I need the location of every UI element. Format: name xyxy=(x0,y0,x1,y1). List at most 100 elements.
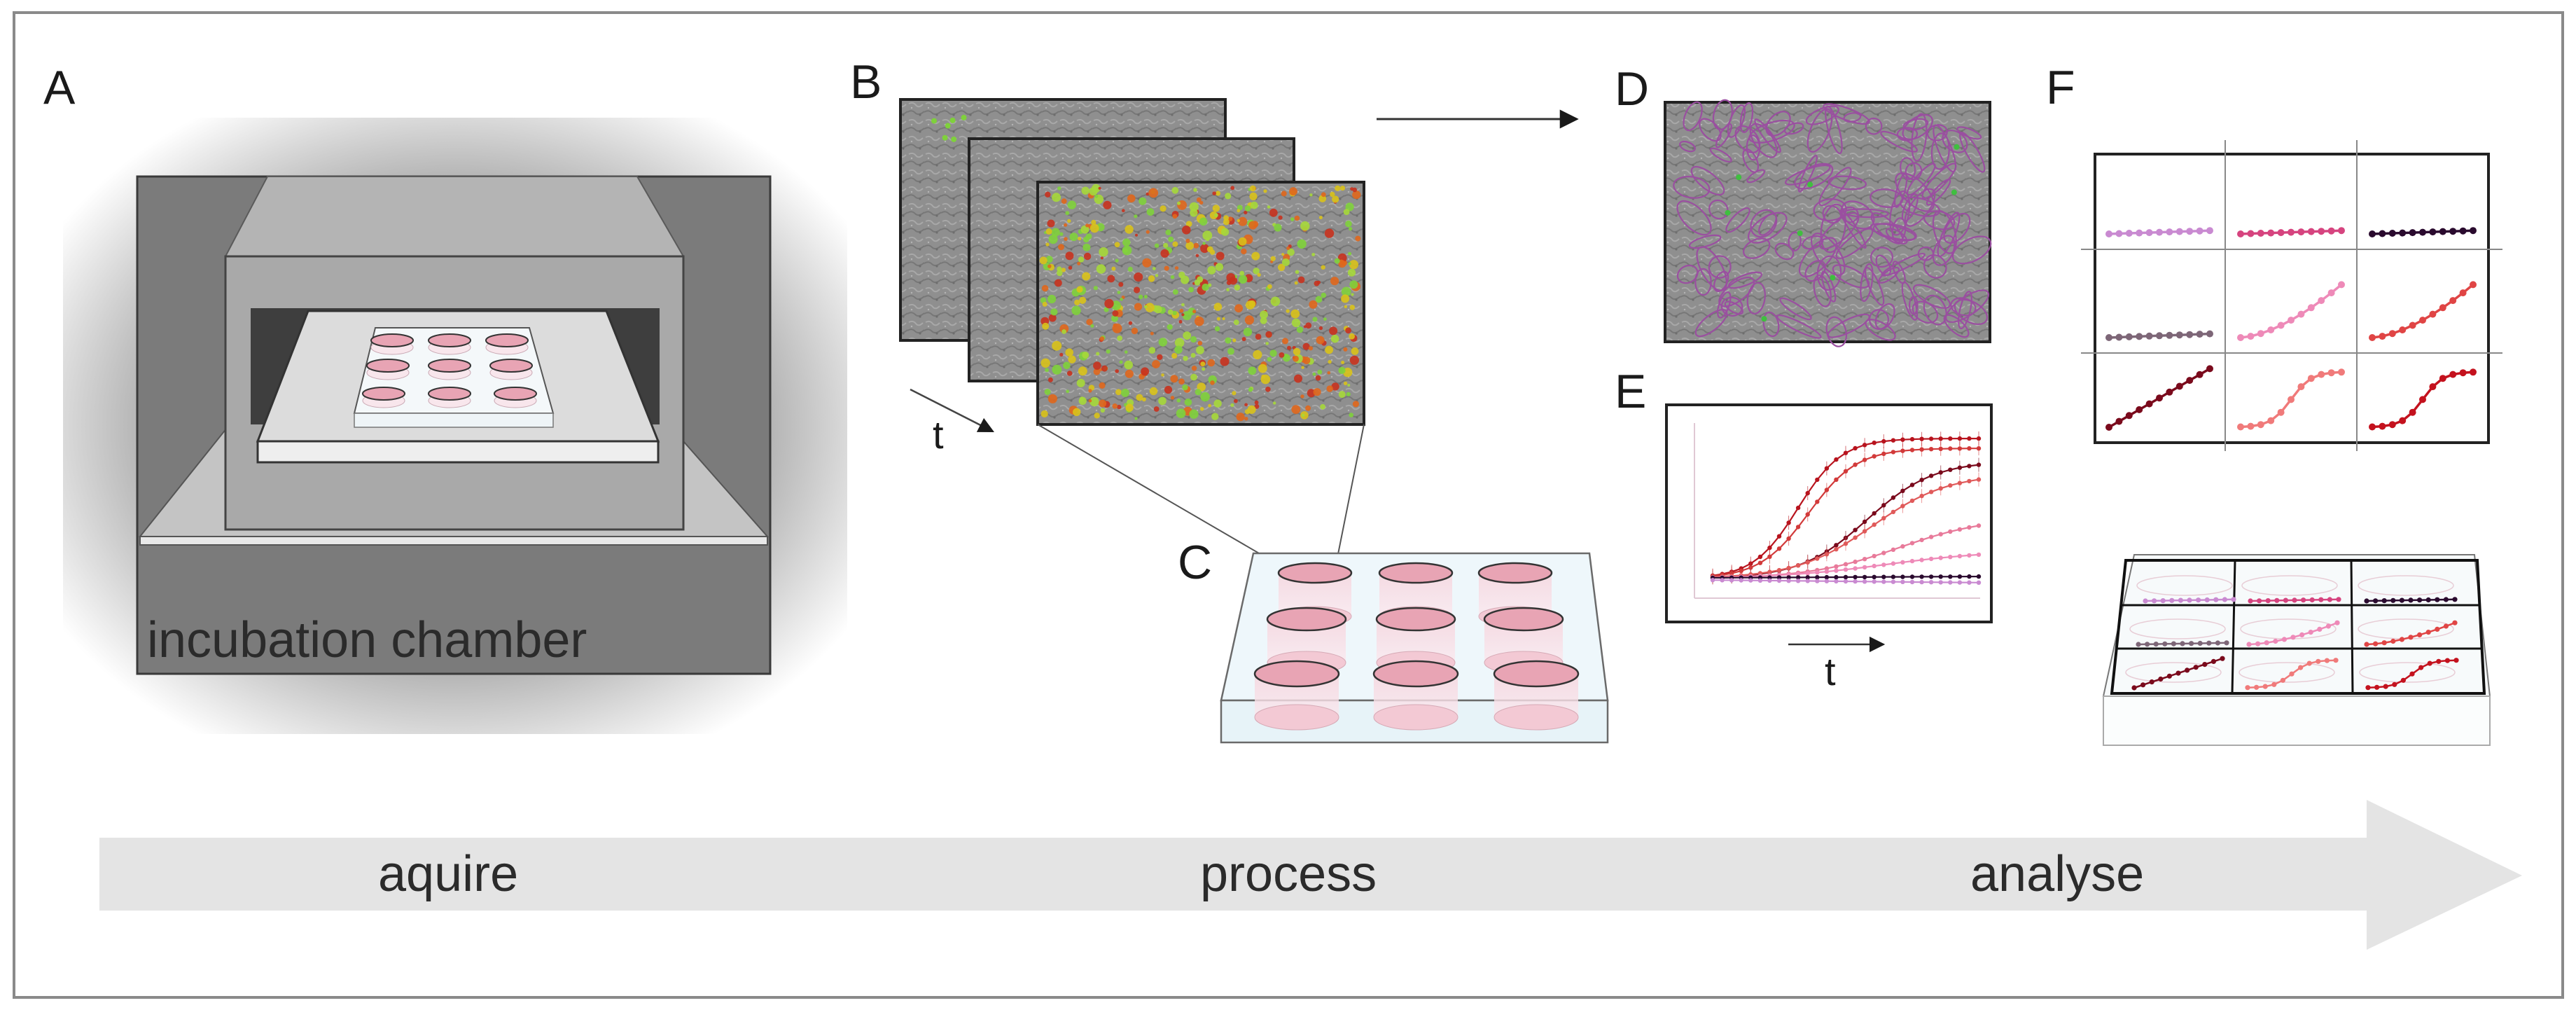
cell-marker xyxy=(1278,215,1283,220)
cell-marker xyxy=(1069,233,1078,242)
cell-marker xyxy=(1189,409,1199,419)
cell-outline xyxy=(1860,263,1874,302)
cell-marker xyxy=(1244,315,1254,325)
cell-marker xyxy=(1094,413,1100,419)
cell-marker xyxy=(945,123,951,129)
cell-marker xyxy=(1347,268,1356,277)
cell-marker xyxy=(1296,326,1304,333)
cell-marker xyxy=(1101,365,1108,372)
cell-marker xyxy=(1281,191,1287,197)
cell-marker xyxy=(951,136,957,142)
cell-marker xyxy=(1267,284,1272,289)
growth-plot-frame xyxy=(1665,403,1993,623)
cell-marker xyxy=(1183,331,1192,340)
chamber-base-edge xyxy=(139,536,768,546)
cell-marker xyxy=(1327,371,1331,375)
well-bottom xyxy=(1494,704,1579,731)
cell-marker xyxy=(1323,317,1327,321)
cell-marker xyxy=(1078,366,1087,376)
cell-outline xyxy=(1779,297,1812,321)
cell-marker xyxy=(1315,375,1321,381)
cell-marker xyxy=(1134,286,1141,293)
cell-marker xyxy=(1346,392,1351,396)
cell-marker xyxy=(1077,261,1081,265)
well-curve xyxy=(2138,642,2227,646)
cell-marker xyxy=(942,134,948,141)
cell-outline xyxy=(1783,122,1804,135)
cell-outline xyxy=(1820,270,1837,303)
cell-marker xyxy=(1951,189,1957,195)
cell-marker xyxy=(1223,219,1230,226)
cell-marker xyxy=(1238,237,1247,246)
cell-marker xyxy=(1065,251,1074,261)
cell-marker xyxy=(1103,200,1112,209)
cell-marker xyxy=(1054,279,1062,287)
cell-marker xyxy=(1150,331,1154,335)
cell-marker xyxy=(1127,194,1136,203)
cell-outline xyxy=(1748,212,1788,244)
cell-marker xyxy=(1117,404,1122,410)
cell-marker xyxy=(1251,251,1260,261)
cell-outline xyxy=(1912,300,1939,324)
cell-outline xyxy=(1811,233,1846,276)
cell-marker xyxy=(1158,396,1167,406)
cell-marker xyxy=(1125,369,1134,378)
cell-marker xyxy=(1113,323,1117,328)
cell-marker xyxy=(1181,313,1185,317)
cell-marker xyxy=(1248,221,1258,230)
cell-marker xyxy=(1119,360,1123,364)
cell-outline xyxy=(1926,179,1951,206)
cell-marker xyxy=(1233,319,1239,326)
cell-marker xyxy=(1057,270,1063,277)
cell-marker xyxy=(1261,374,1265,379)
cell-outline xyxy=(1708,255,1732,279)
cell-marker xyxy=(1281,258,1290,266)
cell-marker xyxy=(1178,378,1185,385)
cell-marker xyxy=(1146,192,1150,196)
well-curve xyxy=(2250,598,2339,602)
cell-marker xyxy=(1141,367,1150,376)
cell-outline xyxy=(1841,206,1859,223)
cell-marker xyxy=(1100,256,1103,260)
cell-marker xyxy=(1160,249,1169,258)
cell-marker xyxy=(1343,209,1350,215)
cell-marker xyxy=(1295,270,1300,275)
workflow-step-aquire: aquire xyxy=(378,846,518,902)
cell-marker xyxy=(1165,229,1171,235)
cell-marker xyxy=(1057,266,1062,272)
cell-outline xyxy=(1713,270,1729,292)
cell-marker xyxy=(1290,217,1295,221)
cell-marker xyxy=(1112,310,1119,317)
cell-outline xyxy=(1750,209,1778,238)
growth-curve xyxy=(1712,553,1979,579)
cell-outline xyxy=(1774,242,1795,261)
cell-outline xyxy=(1943,212,1971,244)
cell-marker xyxy=(1254,403,1260,409)
cell-marker xyxy=(1083,252,1092,261)
cell-marker xyxy=(1195,389,1202,396)
cell-outline xyxy=(1827,313,1870,338)
cell-marker xyxy=(1152,267,1156,270)
cell-marker xyxy=(1253,350,1262,359)
cell-marker xyxy=(1954,144,1960,150)
cell-marker xyxy=(1269,208,1278,217)
cell-marker xyxy=(1207,265,1216,275)
cell-marker xyxy=(1099,247,1108,257)
cell-marker xyxy=(1355,235,1361,242)
cell-marker xyxy=(1118,282,1124,287)
cell-marker xyxy=(1065,348,1073,357)
cell-marker xyxy=(1236,413,1245,422)
small-well xyxy=(489,359,533,373)
cell-marker xyxy=(1225,193,1232,200)
cell-outline xyxy=(1690,166,1725,196)
cell-marker xyxy=(1082,272,1091,281)
cell-outline xyxy=(1880,130,1918,153)
cell-marker xyxy=(1179,308,1184,313)
well-curve xyxy=(2108,332,2211,339)
cell-marker xyxy=(1221,228,1230,236)
cell-marker xyxy=(1289,187,1297,196)
cell-marker xyxy=(1174,338,1185,348)
cell-marker xyxy=(1120,298,1123,301)
cell-marker xyxy=(1213,399,1222,408)
cell-marker xyxy=(1172,214,1178,219)
